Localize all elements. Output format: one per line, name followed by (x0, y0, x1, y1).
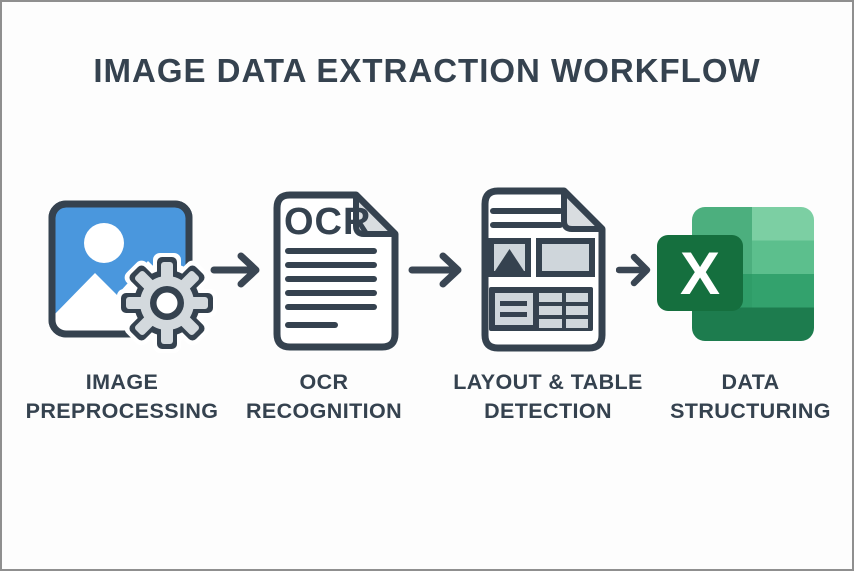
step-label-image-preprocessing: IMAGE PREPROCESSING (12, 368, 232, 425)
label-line: PREPROCESSING (25, 398, 219, 423)
image-preprocessing-icon (47, 197, 219, 353)
label-line: STRUCTURING (670, 398, 831, 423)
label-line: RECOGNITION (245, 398, 403, 423)
folded-corner (353, 192, 398, 237)
ocr-text: OCR (284, 201, 371, 243)
page-title: IMAGE DATA EXTRACTION WORKFLOW (93, 52, 761, 89)
image-block-mountain (495, 249, 524, 271)
step-label-data-structuring: DATA STRUCTURING (648, 368, 852, 425)
excel-icon: X (652, 202, 817, 347)
right-arrow-icon (210, 248, 262, 297)
header-lines (490, 208, 563, 228)
text-block (536, 238, 595, 277)
text-lines (285, 248, 377, 328)
photo-gear-icon (48, 200, 217, 353)
right-arrow-icon (408, 248, 464, 297)
label-line: DETECTION (484, 398, 612, 423)
label-line: IMAGE (85, 370, 159, 394)
label-line: OCR (299, 370, 349, 394)
folded-corner (561, 188, 605, 232)
label-line: LAYOUT & TABLE (453, 370, 643, 394)
label-line: DATA (721, 370, 780, 394)
ocr-document-icon: OCR (264, 189, 404, 354)
table-block (489, 287, 593, 331)
gear-icon (117, 253, 217, 353)
step-label-layout-table-detection: LAYOUT & TABLE DETECTION (438, 368, 658, 425)
excel-x-letter: X (680, 240, 720, 307)
layout-document-icon (472, 185, 614, 357)
right-arrow-icon (615, 248, 654, 297)
step-label-ocr-recognition: OCR RECOGNITION (224, 368, 424, 425)
sun-shape (84, 223, 124, 263)
excel-x-square (657, 235, 743, 311)
